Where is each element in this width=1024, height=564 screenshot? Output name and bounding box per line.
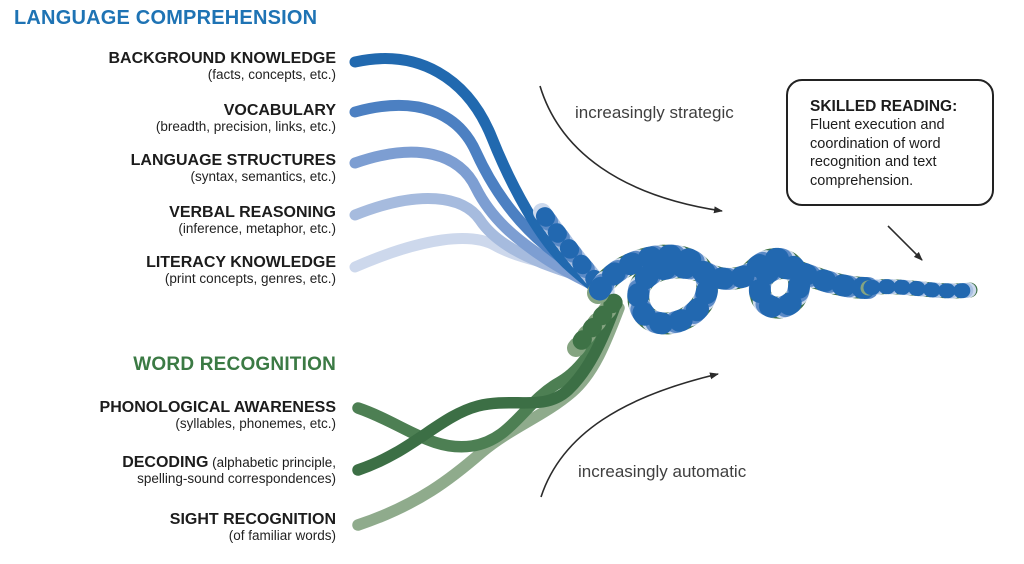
strand-label: LANGUAGE STRUCTURES (130, 152, 336, 169)
strand-label: LITERACY KNOWLEDGE (146, 254, 336, 271)
wr-strand-path-1 (352, 300, 621, 476)
skilled-reading-arrow (887, 225, 923, 261)
lc-strand-label-3: VERBAL REASONING (inference, metaphor, e… (0, 204, 336, 236)
strand-label: BACKGROUND KNOWLEDGE (108, 50, 336, 67)
skilled-reading-body: Fluent execution and coordination of wor… (810, 117, 945, 189)
increasingly-automatic-label: increasingly automatic (578, 462, 747, 481)
bead-layer (567, 291, 625, 357)
strand-label-bold: DECODING (122, 454, 209, 471)
strand-sublabel: (syllables, phonemes, etc.) (175, 416, 336, 431)
strand-sublabel: (syntax, semantics, etc.) (190, 169, 336, 184)
rope-tail (860, 279, 978, 299)
lc-strand-label-4: LITERACY KNOWLEDGE (print concepts, genr… (0, 254, 336, 286)
lc-strand-path-0 (349, 53, 610, 302)
wr-strand-label-0: PHONOLOGICAL AWARENESS (syllables, phone… (0, 399, 336, 431)
tail-layer (860, 279, 978, 299)
wr-strand-label-1: DECODING (alphabetic principle, spelling… (0, 454, 336, 486)
strand-sublabel-inline: (alphabetic principle, (208, 455, 336, 470)
lc-strand-path-2 (349, 146, 604, 294)
strand-sublabel: (facts, concepts, etc.) (207, 67, 336, 82)
wr-strand-group (352, 300, 625, 531)
strategic-arrow (539, 85, 723, 214)
annotation-arrows (539, 85, 923, 498)
lc-strand-label-2: LANGUAGE STRUCTURES (syntax, semantics, … (0, 152, 336, 184)
strand-sublabel: (breadth, precision, links, etc.) (155, 119, 336, 134)
lc-strand-group (349, 53, 610, 302)
merged-rope (587, 244, 879, 335)
skilled-reading-callout: SKILLED READING: Fluent execution and co… (786, 79, 994, 206)
strand-label: DECODING (alphabetic principle, (0, 454, 336, 471)
skilled-reading-heading: SKILLED READING: (810, 98, 958, 115)
strand-sublabel: (inference, metaphor, etc.) (178, 221, 336, 236)
word-recognition-heading: WORD RECOGNITION (133, 354, 336, 375)
lc-strand-label-0: BACKGROUND KNOWLEDGE (facts, concepts, e… (0, 50, 336, 82)
strand-sublabel: spelling-sound correspondences) (137, 471, 336, 486)
strand-label: PHONOLOGICAL AWARENESS (99, 399, 336, 416)
strand-sublabel: (of familiar words) (228, 528, 336, 543)
strand-sublabel: (print concepts, genres, etc.) (164, 271, 336, 286)
strand-label: VERBAL REASONING (169, 204, 336, 221)
increasingly-strategic-label: increasingly strategic (575, 103, 734, 122)
lc-strand-label-1: VOCABULARY (breadth, precision, links, e… (0, 102, 336, 134)
green-bead-feed (567, 291, 625, 357)
language-comprehension-heading: LANGUAGE COMPREHENSION (14, 7, 318, 29)
automatic-arrow (540, 372, 719, 498)
rope-layer-darkblue (587, 244, 879, 335)
strand-label: VOCABULARY (223, 102, 336, 119)
strand-label: SIGHT RECOGNITION (169, 511, 336, 528)
wr-strand-label-2: SIGHT RECOGNITION (of familiar words) (0, 511, 336, 543)
